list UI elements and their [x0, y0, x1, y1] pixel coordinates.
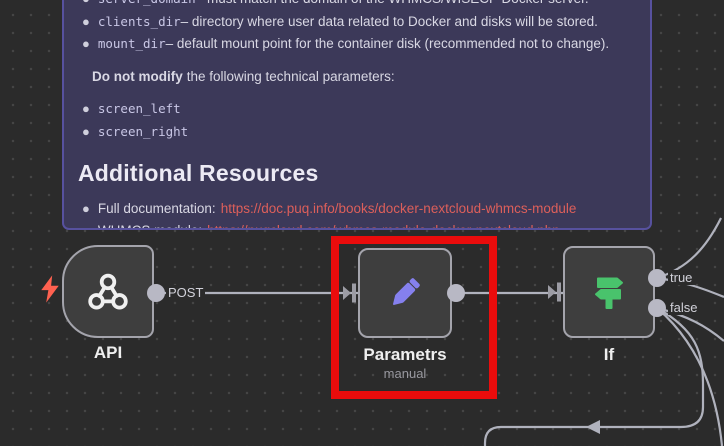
- api-output-label: POST: [166, 285, 206, 300]
- doc-bullet-clients-dir: ● clients_dir – directory where user dat…: [80, 10, 640, 32]
- sticky-note-panel[interactable]: ● server_domain – must match the domain …: [62, 0, 652, 230]
- bullet-dot: ●: [82, 200, 90, 216]
- if-output-false-endpoint[interactable]: [648, 299, 666, 317]
- trigger-bolt-icon: [41, 275, 59, 303]
- doc-bullet-server-domain: ● server_domain – must match the domain …: [80, 0, 640, 9]
- node-parameters[interactable]: [358, 248, 452, 338]
- edge-if-false-down-right[interactable]: [656, 307, 724, 446]
- note-rest-text: the following technical parameters:: [186, 68, 395, 84]
- doc-note: Do not modify the following technical pa…: [92, 65, 640, 87]
- code-term: screen_right: [97, 123, 189, 139]
- code-term: screen_left: [97, 100, 181, 116]
- bullet-dot: ●: [82, 100, 90, 116]
- node-api-label: API: [93, 343, 123, 362]
- bullet-dot: ●: [82, 123, 90, 139]
- node-if[interactable]: [563, 246, 655, 338]
- bullet-dot: ●: [82, 35, 90, 51]
- bullet-dot: ●: [82, 13, 90, 29]
- doc-resource-full-doc: ● Full documentation: https://doc.puq.in…: [80, 197, 640, 219]
- doc-bullet-screen-right: ● screen_right: [80, 120, 640, 142]
- if-output-true-endpoint[interactable]: [648, 269, 666, 287]
- edge-arrowhead: [586, 420, 600, 434]
- api-output-endpoint[interactable]: [147, 284, 165, 302]
- doc-bullet-mount-dir: ● mount_dir – default mount point for th…: [80, 32, 640, 54]
- node-parameters-subtitle: manual: [383, 366, 427, 381]
- edge-if-false-loop[interactable]: [483, 307, 705, 446]
- bullet-text: – directory where user data related to D…: [180, 13, 598, 29]
- bullet-dot: ●: [82, 0, 90, 6]
- node-parameters-label: Parametrs: [363, 345, 447, 364]
- resource-label: WHMCS module:: [97, 222, 203, 230]
- node-api[interactable]: [62, 245, 154, 338]
- code-term: mount_dir: [97, 35, 166, 51]
- webhook-icon: [88, 273, 128, 310]
- parameters-output-endpoint[interactable]: [447, 284, 465, 302]
- code-term: server_domain: [98, 0, 196, 6]
- edge-if-true-up[interactable]: [656, 217, 722, 280]
- doc-link-full-documentation[interactable]: https://doc.puq.info/books/docker-nextcl…: [220, 200, 577, 216]
- if-output-false-label: false: [668, 300, 700, 315]
- if-output-true-label: true: [668, 270, 695, 285]
- bullet-dot: ●: [82, 222, 90, 230]
- doc-link-whmcs-module[interactable]: https://puqcloud.com/whmcs-module-docker…: [207, 222, 560, 230]
- if-input-endpoint[interactable]: [548, 281, 563, 303]
- bullet-text: – must match the domain of the WHMCS/WIS…: [196, 0, 589, 6]
- resource-label: Full documentation:: [97, 200, 216, 216]
- signpost-icon: [595, 277, 623, 309]
- doc-resource-whmcs: ● WHMCS module: https://puqcloud.com/whm…: [80, 219, 640, 230]
- pencil-icon: [393, 278, 420, 305]
- node-if-label: If: [603, 345, 615, 364]
- code-term: clients_dir: [97, 13, 181, 29]
- bullet-text: – default mount point for the container …: [165, 35, 610, 51]
- doc-heading: Additional Resources: [78, 159, 319, 186]
- parameters-input-endpoint[interactable]: [343, 282, 358, 304]
- note-bold-text: Do not modify: [92, 68, 183, 84]
- doc-bullet-screen-left: ● screen_left: [80, 97, 640, 119]
